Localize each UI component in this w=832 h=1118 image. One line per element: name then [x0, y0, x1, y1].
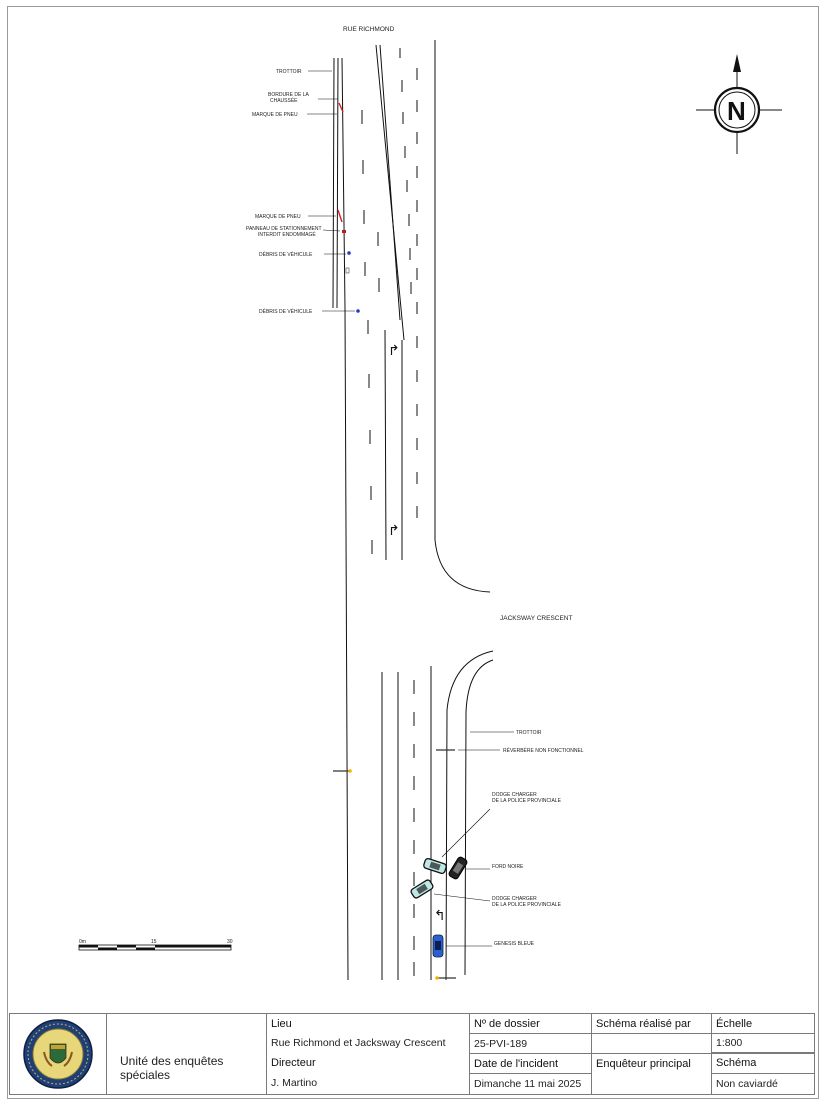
callout-dodge-1b: DE LA POLICE PROVINCIALE — [492, 798, 562, 804]
tire-mark — [337, 209, 343, 223]
directeur-value: J. Martino — [271, 1077, 318, 1089]
vehicle-ford-noire — [448, 856, 468, 880]
callout-debris: DÉBRIS DE VÉHICULE — [259, 308, 313, 315]
lane-arrow-icon: ↰ — [434, 908, 446, 924]
tire-mark — [338, 102, 344, 113]
dossier-label: Nº de dossier — [474, 1018, 540, 1030]
callout-trottoir: TROTTOIR — [276, 69, 302, 75]
road-edges-upper — [332, 40, 491, 981]
title-block: Unité des enquêtes spéciales Lieu Rue Ri… — [9, 1013, 815, 1095]
scale-bar: 0m 15 30 — [78, 939, 233, 951]
vehicle-genesis-bleue — [432, 934, 444, 958]
collision-diagram: RUE RICHMOND ↱ ↱ — [78, 26, 782, 981]
organization-name: Unité des enquêtes spéciales — [120, 1054, 224, 1082]
schema-value: Non caviardé — [716, 1078, 778, 1090]
date-value: Dimanche 11 mai 2025 — [474, 1078, 582, 1090]
callout-dodge-2a: DODGE CHARGER — [492, 896, 537, 902]
scale-end-label: 30 — [227, 939, 233, 945]
callout-labels-upper: TROTTOIR BORDURE DE LA CHAUSSÉE MARQUE D… — [246, 69, 322, 315]
callout-dodge-2b: DE LA POLICE PROVINCIALE — [492, 902, 562, 908]
directeur-label: Directeur — [271, 1057, 316, 1069]
callout-panneau-2: INTERDIT ENDOMMAGÉ — [258, 231, 316, 238]
enqueteur-value — [593, 1075, 711, 1078]
road-label-jacksway: JACKSWAY CRESCENT — [500, 615, 573, 622]
callout-labels-lower: TROTTOIR RÉVERBÈRE NON FONCTIONNEL DODGE… — [492, 730, 584, 947]
callout-marque-pneu: MARQUE DE PNEU — [255, 214, 301, 220]
damaged-sign-marker — [342, 230, 346, 233]
debris-marker — [347, 251, 351, 255]
debris-marker — [356, 309, 360, 313]
callout-reverbere: RÉVERBÈRE NON FONCTIONNEL — [503, 747, 584, 754]
callout-debris: DÉBRIS DE VÉHICULE — [259, 251, 313, 258]
callout-marque-pneu: MARQUE DE PNEU — [252, 112, 298, 118]
siu-seal-logo — [23, 1019, 93, 1089]
callout-genesis: GENESIS BLEUE — [494, 941, 535, 947]
street-light-icon — [333, 769, 352, 773]
callout-ford: FORD NOIRE — [492, 864, 524, 870]
callout-bordure-2: CHAUSSÉE — [270, 97, 298, 104]
callout-trottoir: TROTTOIR — [516, 730, 542, 736]
road-edges-lower — [381, 650, 494, 981]
lane-arrow-icon: ↱ — [388, 343, 400, 359]
dossier-value: 25-PVI-189 — [474, 1038, 528, 1050]
echelle-label: Échelle — [716, 1018, 753, 1030]
road-label-richmond: RUE RICHMOND — [343, 26, 395, 33]
echelle-value: 1:800 — [716, 1037, 743, 1049]
scale-mid-label: 15 — [151, 939, 157, 945]
callout-bordure-1: BORDURE DE LA — [268, 92, 310, 98]
vehicle-dodge-charger-2 — [410, 879, 434, 899]
lane-arrow-icon: ↱ — [388, 523, 400, 539]
callout-dodge-1a: DODGE CHARGER — [492, 792, 537, 798]
schema-par-value — [593, 1035, 711, 1038]
enqueteur-label: Enquêteur principal — [596, 1058, 691, 1070]
vehicle-dodge-charger-1 — [423, 857, 447, 875]
callout-panneau-1: PANNEAU DE STATIONNEMENT — [246, 226, 322, 232]
leader-lines-upper — [307, 70, 355, 312]
schema-label: Schéma — [716, 1057, 757, 1069]
leader-lines-lower — [433, 731, 514, 947]
compass-letter: N — [727, 96, 746, 126]
lieu-label: Lieu — [271, 1018, 292, 1030]
scale-start-label: 0m — [79, 939, 86, 945]
date-label: Date de l'incident — [474, 1058, 559, 1070]
evidence-upper — [337, 102, 360, 313]
drawing-sheet — [7, 6, 819, 1099]
street-light-icon — [435, 976, 456, 980]
lieu-value: Rue Richmond et Jacksway Crescent — [271, 1037, 446, 1049]
north-compass-icon: N — [696, 54, 782, 154]
schema-par-label: Schéma réalisé par — [596, 1018, 691, 1030]
lane-dashes-upper — [361, 48, 418, 554]
small-object — [345, 267, 350, 274]
